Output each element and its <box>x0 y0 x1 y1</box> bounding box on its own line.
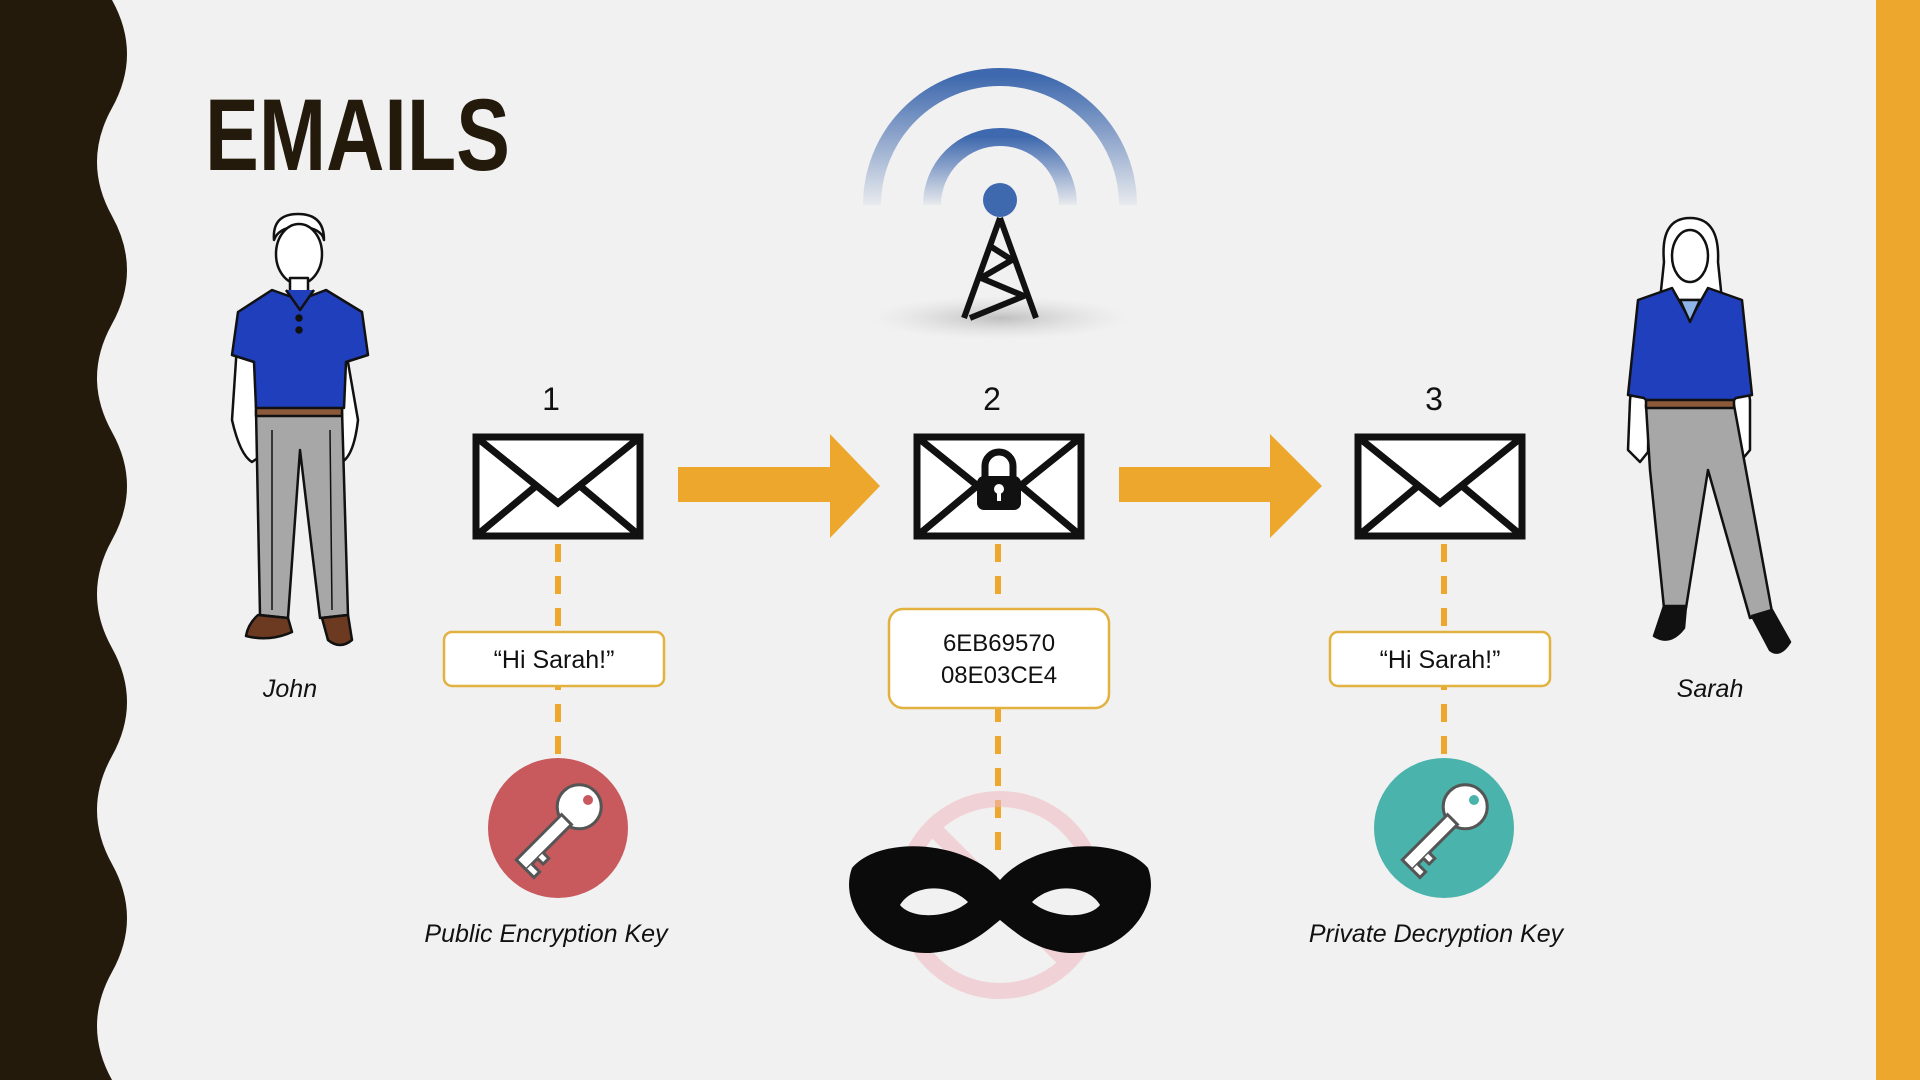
mask-icon <box>849 846 1151 954</box>
man-figure <box>230 212 370 647</box>
left-wavy-band <box>0 0 127 1080</box>
message-text: “Hi Sarah!” <box>1380 646 1501 674</box>
right-arrow <box>1119 434 1322 538</box>
message-box <box>1328 630 1552 688</box>
envelope-icon <box>472 433 644 540</box>
private-key-icon <box>1374 758 1514 898</box>
message-box <box>442 630 666 688</box>
right-arrow <box>678 434 880 538</box>
key-label: Public Encryption Key <box>424 920 669 948</box>
ciphertext-line: 6EB69570 <box>943 630 1055 657</box>
envelope-icon <box>1354 433 1526 540</box>
padlock-icon <box>977 448 1021 510</box>
woman-figure <box>1626 216 1792 654</box>
key-label: Private Decryption Key <box>1309 920 1565 948</box>
slide-title: EMAILS <box>205 78 510 192</box>
radio-tower-icon <box>863 68 1137 340</box>
step-number: 2 <box>983 381 1001 417</box>
sender-name: John <box>262 675 317 703</box>
step-number: 1 <box>542 381 560 417</box>
right-accent-band <box>1876 0 1920 1080</box>
message-text: “Hi Sarah!” <box>494 646 615 674</box>
encrypted-message-box <box>887 607 1111 710</box>
step-number: 3 <box>1425 381 1443 417</box>
public-key-icon <box>488 758 628 898</box>
ciphertext-line: 08E03CE4 <box>941 662 1057 689</box>
recipient-name: Sarah <box>1677 675 1744 703</box>
